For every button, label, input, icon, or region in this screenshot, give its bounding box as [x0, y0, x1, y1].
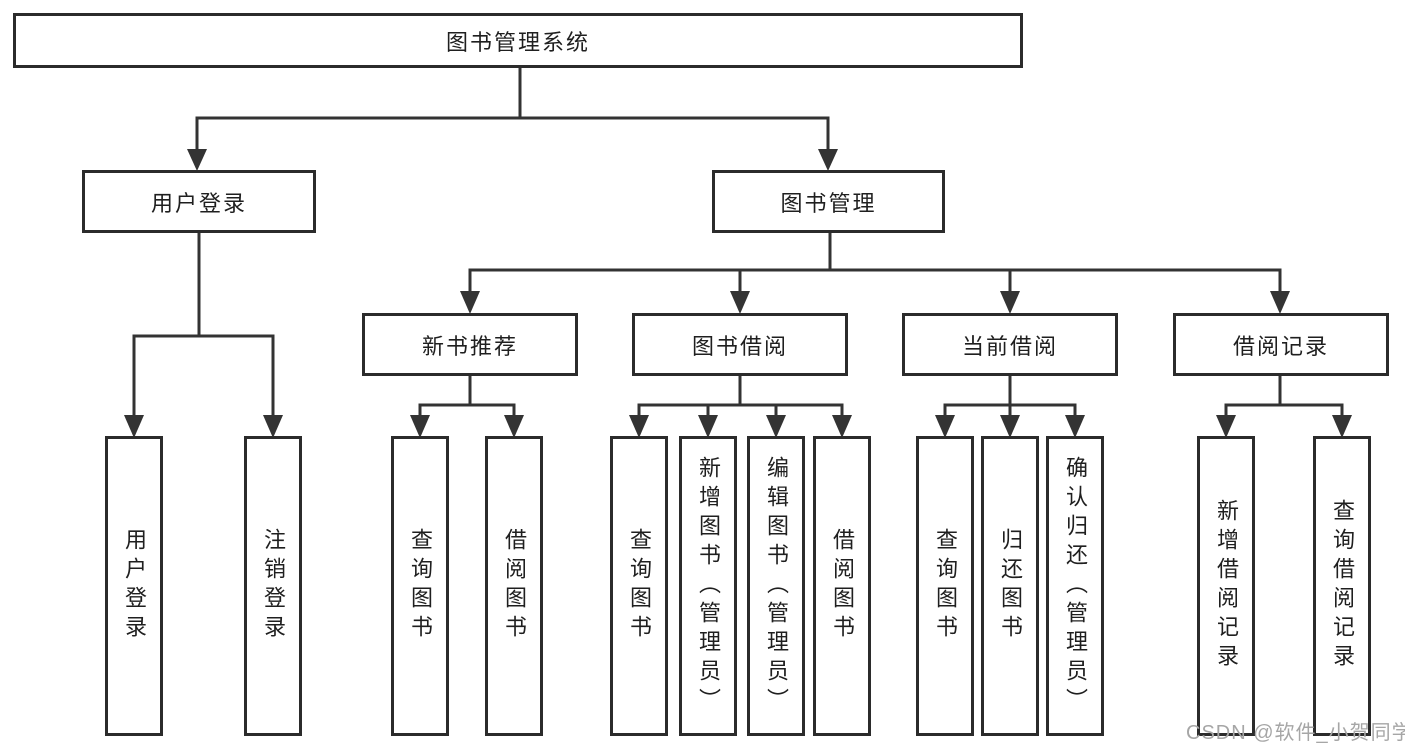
node-current-borrow: 当前借阅: [902, 313, 1118, 376]
leaf-borrow-books: 借阅图书: [813, 436, 871, 736]
node-book-borrow: 图书借阅: [632, 313, 848, 376]
node-root: 图书管理系统: [13, 13, 1023, 68]
leaf-edit-books-admin: 编辑图书（管理员）: [747, 436, 805, 736]
node-book-management: 图书管理: [712, 170, 945, 233]
leaf-return-books: 归还图书: [981, 436, 1039, 736]
node-user-login: 用户登录: [82, 170, 316, 233]
leaf-query-books-borrow: 查询图书: [610, 436, 668, 736]
leaf-query-books-recommend: 查询图书: [391, 436, 449, 736]
node-borrow-records: 借阅记录: [1173, 313, 1389, 376]
leaf-confirm-return-admin: 确认归还（管理员）: [1046, 436, 1104, 736]
leaf-user-login: 用户登录: [105, 436, 163, 736]
leaf-query-borrow-record: 查询借阅记录: [1313, 436, 1371, 736]
node-new-book-recommend: 新书推荐: [362, 313, 578, 376]
leaf-borrow-books-recommend: 借阅图书: [485, 436, 543, 736]
leaf-add-borrow-record: 新增借阅记录: [1197, 436, 1255, 736]
leaf-add-books-admin: 新增图书（管理员）: [679, 436, 737, 736]
leaf-logout: 注销登录: [244, 436, 302, 736]
leaf-query-books-current: 查询图书: [916, 436, 974, 736]
watermark: CSDN @软件_小贺同学: [1186, 722, 1405, 744]
